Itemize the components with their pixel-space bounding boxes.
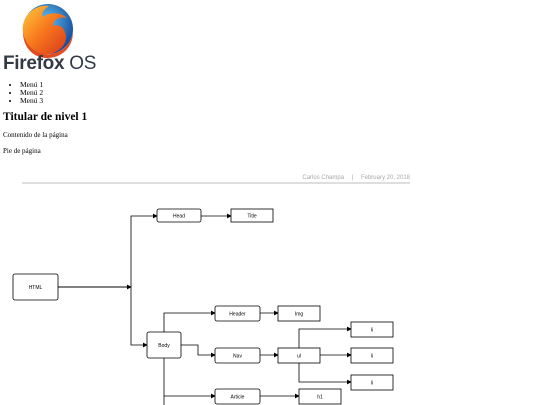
node-html-box: [12, 273, 59, 301]
node-body-label: Body: [158, 343, 170, 349]
node-head-box: [156, 208, 202, 223]
menu-list: Menú 1 Menú 2 Menú 3: [8, 81, 43, 105]
page-heading: Titular de nivel 1: [3, 111, 88, 123]
node-head-label: Head: [173, 214, 185, 220]
edge-html-head: [58, 213, 158, 288]
node-h1-label: h1: [317, 395, 323, 401]
node-nav-box: [214, 347, 261, 364]
wordmark: Firefox OS: [3, 53, 96, 75]
author: Carlos Champa: [302, 175, 344, 181]
node-li1-label: li: [371, 328, 373, 334]
firefox-logo-icon: [22, 4, 73, 58]
node-title-box: [230, 208, 274, 223]
node-li1-box: [350, 321, 394, 338]
node-li3-label: li: [371, 381, 373, 387]
edge-body-nav: [181, 344, 216, 358]
wordmark-light: OS: [69, 53, 97, 74]
node-nav-label: Nav: [233, 354, 242, 360]
dom-tree-diagram: Carlos Champa | February 20, 2018 HTML He…: [12, 175, 411, 405]
node-img-label: Img: [295, 312, 304, 318]
menu-item[interactable]: Menú 1: [20, 81, 43, 89]
edges: [58, 213, 352, 405]
edge-body-header: [163, 310, 216, 332]
node-article-label: Article: [231, 395, 245, 401]
node-ul-box: [277, 347, 321, 364]
page-content: Contenido de la página: [3, 131, 68, 139]
wordmark-bold: Firefox: [3, 53, 65, 74]
node-li2-label: li: [371, 354, 373, 360]
node-body-box: [146, 331, 182, 359]
edge-html-body: [58, 286, 148, 348]
node-article-box: [214, 388, 261, 405]
node-html-label: HTML: [29, 285, 43, 291]
node-li3-box: [350, 374, 394, 391]
menu-item[interactable]: Menú 2: [20, 89, 43, 97]
edge-ul-li3: [298, 363, 352, 385]
node-li2-box: [350, 347, 394, 364]
node-img-box: [277, 305, 321, 322]
page-footer: Pie de página: [3, 147, 41, 155]
diagram-meta: Carlos Champa | February 20, 2018: [302, 175, 410, 181]
edge-ul-li1: [298, 326, 352, 348]
node-header-box: [214, 305, 261, 322]
menu-item[interactable]: Menú 3: [20, 97, 43, 105]
date: February 20, 2018: [361, 175, 411, 181]
node-title-label: Title: [247, 214, 256, 220]
separator: |: [352, 175, 354, 181]
node-ul-label: ul: [297, 354, 301, 360]
node-h1-box: [298, 388, 342, 405]
node-header-label: Header: [229, 312, 246, 318]
